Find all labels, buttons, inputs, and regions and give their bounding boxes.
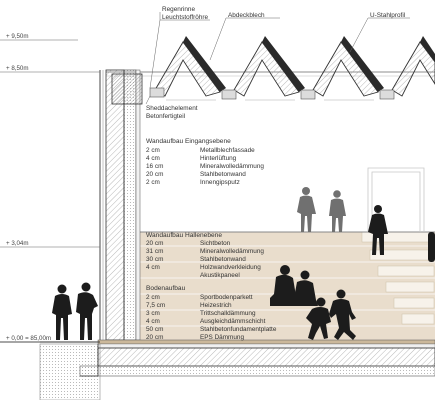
wall-hall-m4: Akustikpaneel [200, 272, 240, 279]
floor-m2: Trittschalldämmung [200, 310, 256, 317]
level-950: + 9,50m [6, 33, 29, 40]
label-leuchtstoffroehre: Leuchtstoffröhre [162, 14, 209, 21]
wall-hall-t2: 30 cm [146, 256, 163, 263]
floor-t4: 50 cm [146, 326, 163, 333]
wall-entry-t0: 2 cm [146, 147, 160, 154]
wall-entry-t4: 2 cm [146, 179, 160, 186]
seated-person-2 [294, 270, 318, 306]
wall-hall-m1: Mineralwolledämmung [200, 248, 264, 255]
label-u-stahlprofil: U-Stahlprofil [370, 12, 405, 19]
floor-m1: Heizestrich [200, 302, 232, 309]
wall-entry-t1: 4 cm [146, 155, 160, 162]
outer-wall [99, 69, 143, 342]
level-markers [0, 39, 100, 343]
label-abdeckblech: Abdeckblech [228, 12, 265, 19]
people-hall-level [270, 265, 356, 340]
roof-leader-lines [145, 12, 410, 105]
wall-entry-m0: Metallblechfassade [200, 147, 255, 154]
person-dark-stair [368, 205, 388, 255]
wall-entry-t3: 20 cm [146, 171, 163, 178]
label-betonfertigteil: Betonfertigteil [146, 113, 185, 120]
shed-roof [106, 36, 435, 101]
floor-title: Bodenaufbau [146, 285, 186, 292]
people-upper-level [297, 187, 346, 232]
label-regenrinne: Regenrinne [162, 6, 195, 13]
floor-t5: 20 cm [146, 334, 163, 341]
floor-table: Bodenaufbau 2 cm Sportbodenparkett 7,5 c… [146, 285, 277, 341]
wall-hall-title: Wandaufbau Hallenebene [146, 232, 222, 239]
wall-hall-table: Wandaufbau Hallenebene 20 cm Sichtbeton … [146, 232, 264, 279]
person-grey-2 [329, 190, 346, 232]
door-outline [367, 167, 425, 232]
player-1 [306, 297, 331, 340]
seated-person-1 [270, 265, 300, 306]
floor-m4: Stahlbetonfundamentplatte [200, 326, 277, 333]
wall-entry-table: Wandaufbau Eingangsebene 2 cm Metallblec… [146, 138, 264, 186]
person-grey-1 [297, 187, 316, 232]
wall-entry-m3: Stahlbetonwand [200, 171, 246, 178]
wall-hall-m3: Holzwandverkleidung [200, 264, 261, 271]
wall-entry-m2: Mineralwolledämmung [200, 163, 264, 170]
floor-foundation [0, 339, 435, 400]
wall-entry-t2: 16 cm [146, 163, 163, 170]
wall-entry-title: Wandaufbau Eingangsebene [146, 138, 231, 145]
wall-hall-m0: Sichtbeton [200, 240, 231, 247]
floor-t1: 7,5 cm [146, 302, 165, 309]
person-exterior-2 [76, 282, 98, 340]
edge-element [428, 232, 435, 262]
people-exterior [52, 282, 98, 340]
floor-t3: 4 cm [146, 318, 160, 325]
floor-m0: Sportbodenparkett [200, 294, 253, 301]
stair [361, 231, 435, 325]
floor-t0: 2 cm [146, 294, 160, 301]
wall-hall-t3: 4 cm [146, 264, 160, 271]
wall-entry-m4: Innengipsputz [200, 179, 240, 186]
wall-entry-m1: Hinterlüftung [200, 155, 237, 162]
floor-m5: EPS Dämmung [200, 334, 244, 341]
person-exterior-1 [52, 284, 72, 340]
level-000: + 0,00 = 85,00m [6, 335, 51, 342]
player-2 [329, 289, 356, 340]
wall-hall-t1: 31 cm [146, 248, 163, 255]
level-850: + 8,50m [6, 65, 29, 72]
label-sheddachelement: Sheddachelement [146, 105, 198, 112]
floor-m3: Ausgleichdämmschicht [200, 318, 266, 325]
wall-hall-m2: Stahlbetonwand [200, 256, 246, 263]
level-304: + 3,04m [6, 240, 29, 247]
wall-hall-t0: 20 cm [146, 240, 163, 247]
floor-t2: 3 cm [146, 310, 160, 317]
